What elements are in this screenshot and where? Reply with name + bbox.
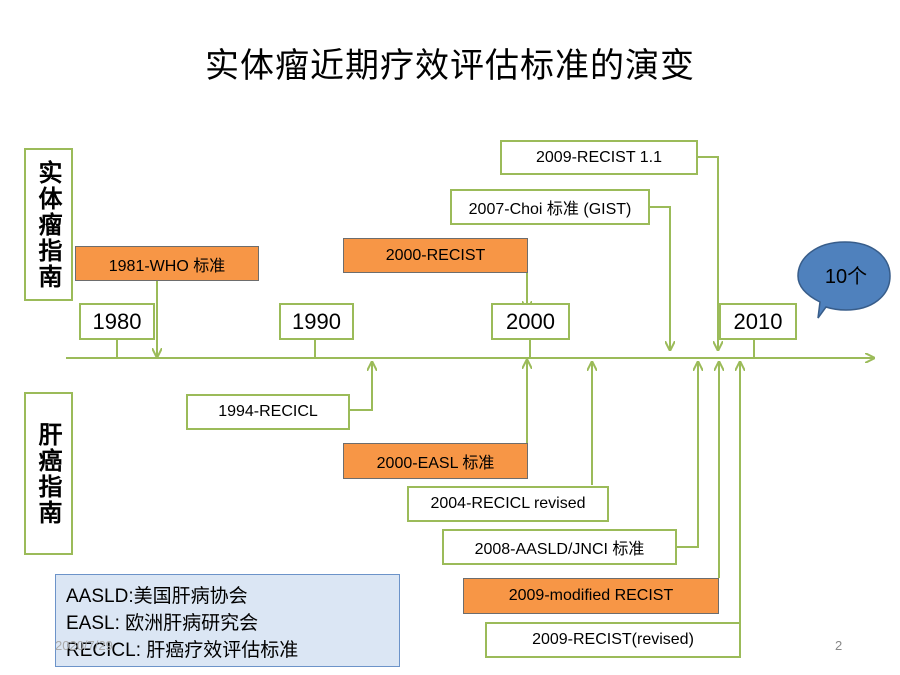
legend-row: RECICL: 肝癌疗效评估标准: [66, 637, 389, 664]
legend-abbr: AASLD: [66, 586, 129, 607]
legend-abbr: EASL: [66, 613, 115, 634]
abbreviation-legend: AASLD:美国肝病协会 EASL: 欧洲肝病研究会 RECICL: 肝癌疗效评…: [55, 574, 400, 667]
legend-sep: :: [135, 640, 147, 661]
year-2000: 2000: [491, 303, 570, 340]
legend-row: EASL: 欧洲肝病研究会: [66, 610, 389, 637]
event-2004-recicl-revised: 2004-RECICL revised: [407, 486, 609, 522]
legend-row: AASLD:美国肝病协会: [66, 583, 389, 610]
legend-sep: :: [128, 586, 134, 607]
legend-desc: 欧洲肝病研究会: [125, 612, 259, 634]
solid-tumor-guidelines-label: 实体瘤指南: [24, 148, 73, 301]
liver-cancer-guidelines-label: 肝癌指南: [24, 392, 73, 555]
page-number: 2: [835, 638, 843, 653]
year-2010: 2010: [719, 303, 797, 340]
callout-count: 10个: [824, 266, 868, 288]
event-2000-easl: 2000-EASL 标准: [343, 443, 528, 479]
event-2008-aasld-jnci: 2008-AASLD/JNCI 标准: [442, 529, 677, 565]
connector-recist11: [697, 156, 718, 350]
event-1981-who: 1981-WHO 标准: [75, 246, 259, 281]
callout-bubble: [797, 241, 891, 319]
event-2009-modified-recist: 2009-modified RECIST: [463, 578, 719, 614]
legend-abbr: RECICL: [66, 640, 136, 661]
connector-recicl: [350, 362, 372, 411]
event-2009-recist-1-1: 2009-RECIST 1.1: [500, 140, 698, 175]
event-2009-recist-revised: 2009-RECIST(revised): [485, 622, 741, 658]
legend-sep: :: [114, 613, 126, 634]
connector-choi: [650, 206, 670, 350]
legend-desc: 美国肝病协会: [133, 585, 248, 607]
legend-desc: 肝癌疗效评估标准: [146, 639, 299, 661]
footer-date: 2020/7/29: [55, 638, 113, 653]
year-1980: 1980: [79, 303, 155, 340]
connector-aasld: [677, 362, 698, 548]
event-1994-recicl: 1994-RECICL: [186, 394, 350, 430]
year-1990: 1990: [279, 303, 354, 340]
page-title: 实体瘤近期疗效评估标准的演变: [205, 46, 695, 86]
event-2007-choi: 2007-Choi 标准 (GIST): [450, 189, 650, 225]
event-2000-recist: 2000-RECIST: [343, 238, 528, 273]
